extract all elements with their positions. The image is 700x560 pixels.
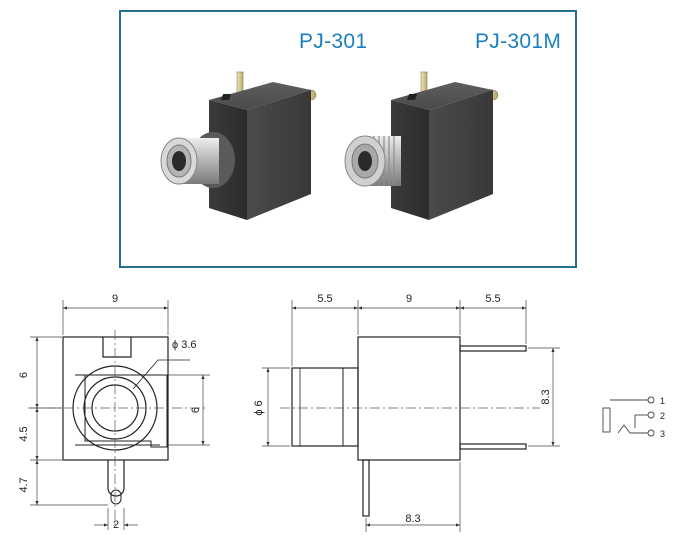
jack-pj-301m-image (344, 71, 499, 220)
dim-tab-width: 2 (113, 519, 119, 531)
dim-side-right-offset: 5.5 (485, 293, 500, 305)
dim-hole-diameter: ϕ 3.6 (172, 339, 197, 351)
schematic-pin-3: 3 (660, 429, 665, 439)
front-view-drawing (62, 336, 190, 505)
dim-front-width: 9 (112, 293, 118, 305)
dim-barrel-diameter: ϕ 6 (253, 400, 265, 415)
dim-tab-length: 4.7 (18, 477, 30, 492)
schematic-pin-2: 2 (660, 411, 665, 421)
schematic-pin-1: 1 (660, 396, 665, 406)
pin-schematic (602, 396, 655, 437)
dim-pin-span: 8.3 (540, 389, 552, 404)
front-dimension-lines (30, 300, 210, 530)
dim-side-body-width: 9 (406, 293, 412, 305)
dim-side-left-offset: 5.5 (317, 293, 332, 305)
product-photo-panel: PJ-301 PJ-301M (119, 10, 577, 268)
jack-pj-301-image (160, 71, 317, 220)
dim-front-mid-height: 4.5 (18, 426, 30, 441)
product-illustrations (160, 71, 499, 220)
dim-front-top-height: 6 (18, 372, 30, 378)
side-view-drawing (291, 336, 527, 517)
side-dimension-lines (262, 300, 560, 532)
front-centerlines (28, 330, 205, 525)
model-label-pj-301: PJ-301 (299, 30, 368, 53)
dim-front-right-height: 6 (190, 407, 202, 413)
dim-bottom-span: 8.3 (405, 513, 420, 525)
model-label-pj-301m: PJ-301M (475, 30, 562, 53)
